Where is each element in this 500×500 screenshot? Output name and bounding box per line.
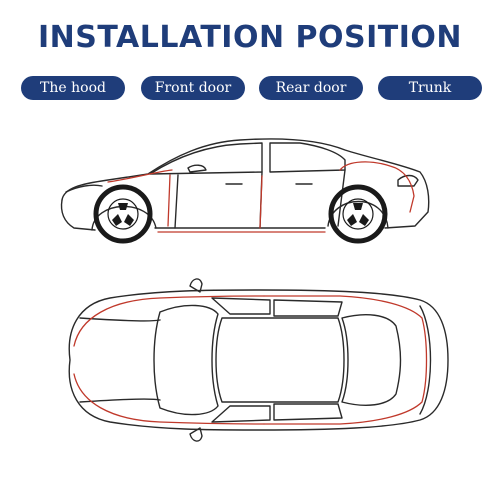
position-label-front-door: Front door xyxy=(141,76,245,100)
position-label-rear-door: Rear door xyxy=(259,76,363,100)
position-label-trunk: Trunk xyxy=(378,76,482,100)
position-label-hood: The hood xyxy=(21,76,125,100)
page-title: INSTALLATION POSITION xyxy=(37,20,463,55)
